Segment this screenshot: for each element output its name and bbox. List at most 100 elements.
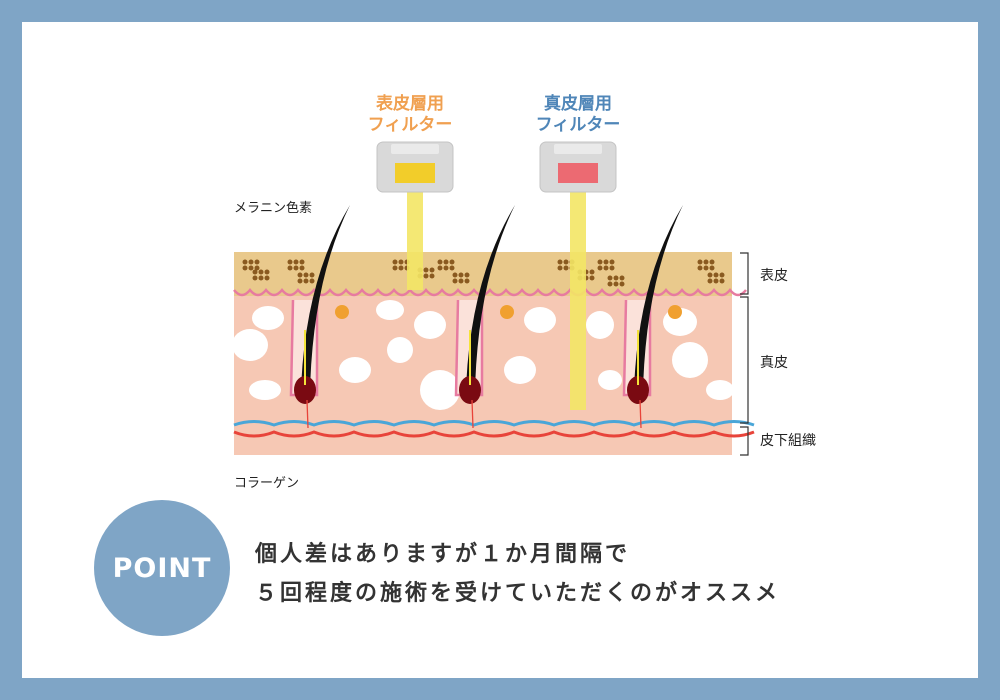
- melanin-dot: [607, 281, 613, 287]
- melanin-dot: [293, 259, 299, 265]
- collagen-fiber: [376, 300, 404, 320]
- melanin-dot: [297, 272, 303, 278]
- melanin-dot: [719, 272, 725, 278]
- melanin-dot: [437, 259, 443, 265]
- melanin-dot: [254, 265, 260, 271]
- collagen-fiber: [706, 380, 734, 400]
- melanin-dot: [697, 265, 703, 271]
- filter-lens: [395, 163, 435, 183]
- melanin-dot: [303, 272, 309, 278]
- collagen-fiber: [249, 380, 281, 400]
- sebaceous-gland: [335, 305, 349, 319]
- melanin-dot: [242, 265, 248, 271]
- melanin-dot: [452, 278, 458, 284]
- melanin-dot: [258, 275, 264, 281]
- collagen-fiber: [504, 356, 536, 384]
- melanin-dot: [297, 278, 303, 284]
- melanin-dot: [303, 278, 309, 284]
- vein: [233, 420, 755, 427]
- collagen-fiber: [586, 311, 614, 339]
- collagen-fiber: [420, 370, 460, 410]
- melanin-dot: [597, 259, 603, 265]
- collagen-label: コラーゲン: [234, 476, 300, 491]
- hair-bulb: [627, 376, 649, 404]
- melanin-dot: [707, 278, 713, 284]
- epidermis-label: 表皮: [760, 268, 788, 284]
- melanin-dot: [609, 259, 615, 265]
- melanin-dot: [589, 269, 595, 275]
- melanin-dot: [713, 278, 719, 284]
- epidermis-filter-label: 表皮層用 フィルター: [350, 94, 470, 136]
- light-beam: [407, 192, 423, 290]
- collagen-fiber: [524, 307, 556, 333]
- point-badge: POINT: [94, 500, 230, 636]
- melanin-dot: [563, 265, 569, 271]
- melanin-dot: [557, 265, 563, 271]
- melanin-dot: [607, 275, 613, 281]
- dermis-filter-label: 真皮層用 フィルター: [518, 94, 638, 136]
- collagen-fiber: [252, 306, 284, 330]
- melanin-dot: [697, 259, 703, 265]
- melanin-dot: [619, 281, 625, 287]
- melanin-dot: [609, 265, 615, 271]
- artery: [233, 430, 755, 438]
- filter-label-line1: 真皮層用: [544, 94, 612, 114]
- melanin-dot: [398, 265, 404, 271]
- melanin-dot: [299, 259, 305, 265]
- capillary: [639, 399, 642, 429]
- melanin-dot: [264, 275, 270, 281]
- melanin-dot: [264, 269, 270, 275]
- melanin-dot: [709, 265, 715, 271]
- subcutaneous-label: 皮下組織: [760, 433, 816, 449]
- melanin-dot: [703, 259, 709, 265]
- melanin-dot: [392, 265, 398, 271]
- melanin-dot: [589, 275, 595, 281]
- melanin-dot: [557, 259, 563, 265]
- melanin-dot: [443, 265, 449, 271]
- melanin-dot: [242, 259, 248, 265]
- layer-brackets: [740, 252, 749, 456]
- melanin-dot: [252, 275, 258, 281]
- melanin-dot: [248, 259, 254, 265]
- hair-bulb: [294, 376, 316, 404]
- light-beam: [570, 192, 586, 410]
- collagen-fiber: [232, 329, 268, 361]
- melanin-dot: [398, 259, 404, 265]
- melanin-dot: [709, 259, 715, 265]
- melanin-dot: [563, 259, 569, 265]
- dermis-label: 真皮: [760, 355, 788, 371]
- collagen-fiber: [598, 370, 622, 390]
- melanin-dot: [254, 259, 260, 265]
- hair-bulb: [459, 376, 481, 404]
- melanin-dot: [613, 281, 619, 287]
- filter-lens: [558, 163, 598, 183]
- melanin-dot: [703, 265, 709, 271]
- melanin-dot: [287, 265, 293, 271]
- collagen-fiber: [339, 357, 371, 383]
- melanin-dot: [299, 265, 305, 271]
- melanin-dot: [603, 265, 609, 271]
- melanin-dot: [423, 267, 429, 273]
- melanin-dot: [309, 272, 315, 278]
- melanin-dot: [437, 265, 443, 271]
- point-text-line1: 個人差はありますが１か月間隔で: [255, 542, 631, 567]
- collagen-fiber: [387, 337, 413, 363]
- melanin-dot: [429, 267, 435, 273]
- filter-slot: [554, 144, 602, 154]
- filter-label-line1: 表皮層用: [376, 94, 444, 114]
- melanin-dot: [429, 273, 435, 279]
- melanin-dot: [619, 275, 625, 281]
- melanin-dot: [248, 265, 254, 271]
- melanin-dot: [707, 272, 713, 278]
- melanin-dot: [713, 272, 719, 278]
- sebaceous-gland: [668, 305, 682, 319]
- melanin-dot: [452, 272, 458, 278]
- melanin-dot: [258, 269, 264, 275]
- melanin-dot: [423, 273, 429, 279]
- melanin-dot: [464, 272, 470, 278]
- capillary: [471, 399, 474, 429]
- melanin-dot: [719, 278, 725, 284]
- melanin-dot: [293, 265, 299, 271]
- melanin-dot: [613, 275, 619, 281]
